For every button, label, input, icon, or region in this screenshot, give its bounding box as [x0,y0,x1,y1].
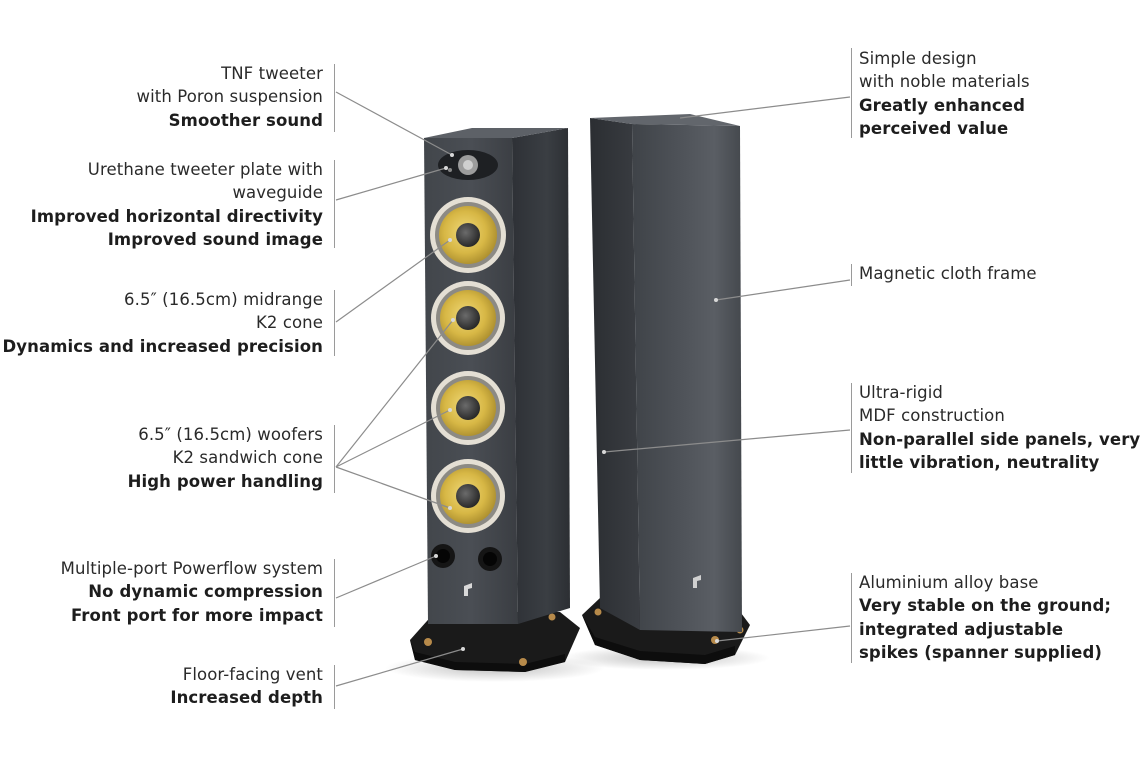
callout-woofers-benefit: High power handling [127,471,323,491]
callout-mdf-benefit2: little vibration, neutrality [859,453,1100,473]
callout-woofers-line2: K2 sandwich cone [172,448,323,468]
driver-midrange [430,197,506,273]
focal-logo-icon [464,583,472,596]
bracket-design [851,48,852,138]
bracket-powerflow [334,559,335,627]
callout-tnf-tweeter-line1: TNF tweeter [221,64,323,83]
bracket-floor-vent [334,665,335,709]
focal-logo-icon-right [693,575,701,588]
bracket-mdf [851,383,852,473]
callout-tweeter-plate-benefit2: Improved sound image [107,230,323,250]
bracket-woofers [334,425,335,493]
callout-woofers: 6.5″ (16.5cm) woofers K2 sandwich cone H… [128,423,323,493]
driver-woofer-3 [431,459,505,533]
leader-dots [434,153,719,651]
callout-powerflow: Multiple-port Powerflow system No dynami… [61,557,323,627]
driver-woofer-2 [431,371,505,445]
callout-mdf-line2: MDF construction [859,406,1005,426]
callout-base-benefit3: spikes (spanner supplied) [859,643,1102,663]
callout-mdf: Ultra-rigid MDF construction Non-paralle… [859,381,1140,475]
leader-lines [335,91,851,687]
callout-powerflow-benefit2: Front port for more impact [70,605,323,625]
callout-design: Simple design with noble materials Great… [859,47,1030,141]
bracket-tweeter-plate [334,160,335,248]
bracket-midrange [334,290,335,356]
callout-tweeter-plate-benefit1: Improved horizontal directivity [30,206,323,226]
callout-mdf-benefit1: Non-parallel side panels, very [859,429,1141,449]
callout-powerflow-line1: Multiple-port Powerflow system [60,559,323,578]
callout-base-benefit2: integrated adjustable [859,619,1064,639]
callout-tweeter-plate: Urethane tweeter plate with waveguide Im… [31,158,323,252]
callout-cloth-frame: Magnetic cloth frame [859,262,1037,285]
callout-design-benefit2: perceived value [859,119,1009,139]
callout-tweeter-plate-line1: Urethane tweeter plate with [87,160,323,179]
callout-base: Aluminium alloy base Very stable on the … [859,571,1111,665]
callout-tnf-tweeter: TNF tweeter with Poron suspension Smooth… [137,62,324,132]
callout-design-line2: with noble materials [859,72,1030,92]
callout-design-benefit1: Greatly enhanced [859,95,1025,115]
bracket-cloth-frame [851,264,852,286]
right-speaker [582,114,750,664]
bracket-tnf-tweeter [334,64,335,132]
callout-floor-vent-line1: Floor-facing vent [182,665,323,684]
callout-midrange-benefit: Dynamics and increased precision [2,336,323,356]
callout-floor-vent: Floor-facing vent Increased depth [170,663,323,710]
callout-midrange-line2: K2 cone [255,313,323,333]
callout-tweeter-plate-line2: waveguide [232,183,323,203]
callout-cloth-frame-line1: Magnetic cloth frame [859,264,1037,283]
callout-base-benefit1: Very stable on the ground; [859,596,1112,616]
left-speaker [410,128,580,672]
driver-woofer-1 [431,281,505,355]
callout-powerflow-benefit1: No dynamic compression [88,582,323,602]
callout-midrange-line1: 6.5″ (16.5cm) midrange [124,290,323,309]
callout-tnf-tweeter-benefit: Smoother sound [168,110,323,130]
callout-woofers-line1: 6.5″ (16.5cm) woofers [138,425,323,444]
callout-floor-vent-benefit: Increased depth [170,688,323,708]
callout-design-line1: Simple design [859,49,977,68]
callout-tnf-tweeter-line2: with Poron suspension [136,87,323,107]
callout-mdf-line1: Ultra-rigid [859,383,943,402]
callout-midrange: 6.5″ (16.5cm) midrange K2 cone Dynamics … [2,288,323,358]
bracket-base [851,573,852,663]
callout-base-line1: Aluminium alloy base [859,573,1039,592]
